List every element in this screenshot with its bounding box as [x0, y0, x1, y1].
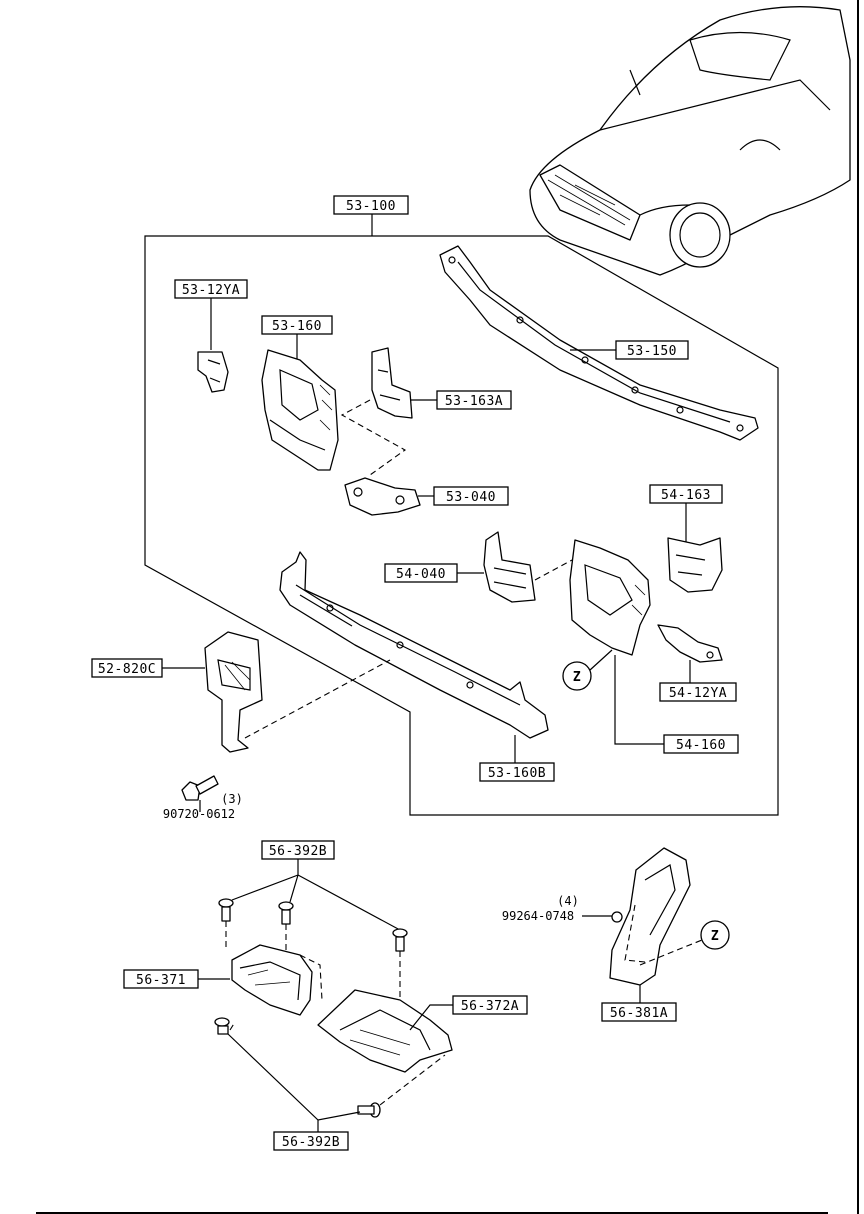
label-54-12YA[interactable]: 54-12YA [659, 660, 737, 702]
label-99264-0748[interactable]: (4) 99264-0748 [502, 894, 623, 923]
svg-text:56-381A: 56-381A [610, 1006, 668, 1021]
assembly-bracket-lines [144, 214, 779, 816]
svg-text:53-150: 53-150 [627, 344, 677, 359]
svg-text:53-040: 53-040 [446, 490, 496, 505]
car-outline-icon [529, 6, 851, 276]
bolt-part [181, 775, 219, 812]
label-56-381A[interactable]: 56-381A [601, 985, 677, 1022]
right-hood-latch-part [483, 531, 536, 603]
label-56-392B-bottom[interactable]: 56-392B [227, 1033, 361, 1151]
lower-member-part [279, 551, 549, 739]
right-latch-bracket-part [657, 624, 723, 663]
label-54-160[interactable]: 54-160 [614, 655, 739, 754]
under-cover-dash [299, 954, 323, 1001]
leader-dash-right [534, 559, 573, 581]
svg-text:54-160: 54-160 [676, 738, 726, 753]
leader-dash-left [340, 399, 407, 476]
ref-marker-z-1[interactable]: Z [562, 649, 613, 691]
svg-text:99264-0748: 99264-0748 [502, 909, 574, 923]
left-bracket-part [371, 347, 413, 419]
upper-member-part [439, 245, 759, 441]
label-53-12YA[interactable]: 53-12YA [174, 279, 248, 350]
svg-text:(4): (4) [557, 894, 579, 908]
right-side-panel-part [569, 539, 651, 656]
svg-text:54-040: 54-040 [396, 567, 446, 582]
label-56-372A[interactable]: 56-372A [409, 995, 528, 1031]
svg-text:56-392B: 56-392B [269, 844, 327, 859]
label-53-150[interactable]: 53-150 [570, 340, 689, 360]
hood-latch-bracket-part [197, 351, 229, 393]
svg-text:Z: Z [711, 929, 719, 944]
leader-dash-horn [244, 659, 391, 739]
splash-shield-part [609, 847, 691, 986]
svg-text:53-12YA: 53-12YA [182, 283, 240, 298]
left-side-panel-part [261, 349, 339, 471]
label-53-040[interactable]: 53-040 [418, 486, 509, 506]
label-52-820C[interactable]: 52-820C [91, 658, 205, 678]
right-bracket-part [667, 537, 723, 593]
horn-bracket-part [204, 631, 263, 753]
clip-drops-top [225, 921, 401, 1020]
svg-text:(3): (3) [221, 792, 243, 806]
svg-text:54-163: 54-163 [661, 488, 711, 503]
under-cover-left-part [231, 944, 313, 1016]
svg-text:54-12YA: 54-12YA [669, 686, 727, 701]
label-56-371[interactable]: 56-371 [123, 969, 230, 989]
svg-text:56-372A: 56-372A [461, 999, 519, 1014]
svg-text:90720-0612: 90720-0612 [163, 807, 235, 821]
svg-text:Z: Z [573, 670, 581, 685]
svg-text:56-371: 56-371 [136, 973, 186, 988]
ref-marker-z-2[interactable]: Z [639, 920, 730, 966]
clip-drops-bottom [229, 1021, 446, 1106]
clip-parts-top [218, 898, 408, 952]
svg-text:52-820C: 52-820C [98, 662, 156, 677]
svg-text:53-100: 53-100 [346, 199, 396, 214]
svg-text:53-160B: 53-160B [488, 766, 546, 781]
clip-parts-bottom [214, 1017, 381, 1118]
label-56-392B-top[interactable]: 56-392B [231, 840, 401, 931]
label-53-160[interactable]: 53-160 [261, 315, 333, 365]
label-53-163A[interactable]: 53-163A [410, 390, 512, 410]
label-53-160B[interactable]: 53-160B [479, 735, 555, 782]
under-cover-right-part [317, 989, 453, 1073]
hood-latch-part [344, 477, 421, 516]
label-54-040[interactable]: 54-040 [384, 563, 484, 583]
label-90720-0612[interactable]: (3) 90720-0612 [163, 792, 243, 821]
svg-text:56-392B: 56-392B [282, 1135, 340, 1150]
label-53-100[interactable]: 53-100 [333, 195, 409, 215]
label-54-163[interactable]: 54-163 [649, 484, 723, 545]
svg-text:53-160: 53-160 [272, 319, 322, 334]
svg-text:53-163A: 53-163A [445, 394, 503, 409]
